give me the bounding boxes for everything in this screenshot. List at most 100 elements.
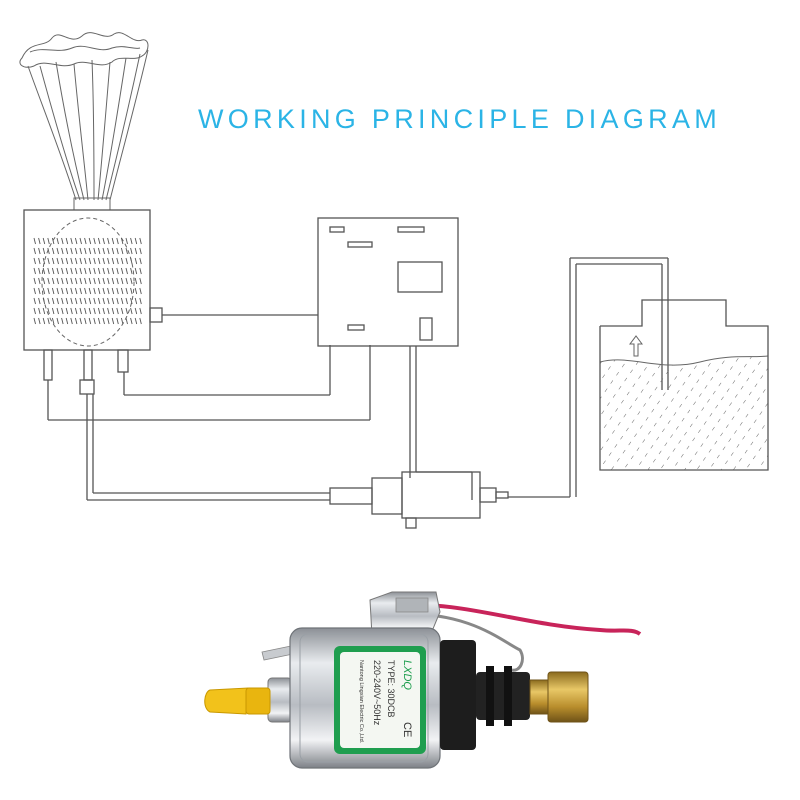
coil-stroke [70, 267, 73, 275]
coil-stroke [51, 307, 55, 315]
coil-stroke [130, 257, 133, 265]
coil-stroke [42, 277, 46, 285]
coil-stroke [65, 277, 69, 285]
pump-label: LXDQ CE TYPE: 30DCB 220-240V~50Hz Nanton… [334, 646, 426, 754]
coil-stroke [102, 287, 105, 295]
coil-stroke [70, 247, 73, 255]
coil-stroke [33, 247, 36, 255]
coil-stroke [93, 297, 96, 305]
coil-stroke [107, 237, 110, 245]
coil-stroke [47, 247, 50, 255]
coil-stroke [84, 307, 87, 315]
coil-stroke [47, 277, 50, 285]
coil-stroke [134, 317, 138, 325]
coil-stroke [139, 287, 142, 295]
coil-stroke [74, 267, 78, 275]
label-maker: Nantong Lingxian Electric Co.,Ltd. [358, 660, 364, 744]
coil-stroke [125, 237, 128, 245]
coil-stroke [97, 287, 101, 295]
coil-stroke [51, 277, 55, 285]
coil-stroke [38, 267, 41, 275]
coil-stroke [51, 317, 55, 325]
coil-stroke [125, 287, 128, 295]
coil-stroke [79, 257, 82, 265]
coil-stroke [97, 257, 101, 265]
coil-stroke [88, 237, 92, 245]
coil-stroke [65, 307, 69, 315]
coil-stroke [84, 267, 87, 275]
coil-stroke [97, 237, 101, 245]
coil-stroke [102, 237, 105, 245]
coil-stroke [120, 317, 124, 325]
coil-stroke [139, 257, 142, 265]
coil-stroke [74, 247, 78, 255]
coil-stroke [139, 317, 142, 325]
coil-stroke [65, 267, 69, 275]
coil-stroke [97, 267, 101, 275]
coil-stroke [107, 247, 110, 255]
coil-stroke [65, 257, 69, 265]
coil-stroke [47, 297, 50, 305]
label-brand: LXDQ [401, 660, 413, 690]
heater-block [23, 209, 371, 501]
coil-stroke [125, 257, 128, 265]
coil-stroke [125, 317, 128, 325]
coil-stroke [47, 307, 50, 315]
coil-stroke [42, 287, 46, 295]
coil-stroke [84, 297, 87, 305]
coil-stroke [84, 317, 87, 325]
coil-stroke [125, 307, 128, 315]
coil-stroke [42, 307, 46, 315]
coil-stroke [116, 267, 119, 275]
coil-stroke [70, 287, 73, 295]
coil-stroke [33, 267, 36, 275]
coil-stroke [70, 297, 73, 305]
coil-stroke [125, 277, 128, 285]
coil-stroke [93, 257, 96, 265]
coil-stroke [79, 307, 82, 315]
coil-stroke [120, 297, 124, 305]
coil-stroke [111, 237, 115, 245]
black-housing [440, 640, 476, 750]
coil-stroke [107, 297, 110, 305]
coil-stroke [139, 267, 142, 275]
coil-stroke [93, 237, 96, 245]
coil-stroke [74, 297, 78, 305]
coil-stroke [130, 237, 133, 245]
coil-stroke [111, 277, 115, 285]
red-wire [399, 603, 642, 636]
coil-stroke [107, 287, 110, 295]
coil-stroke [116, 297, 119, 305]
coil-stroke [116, 257, 119, 265]
coil-stroke [102, 307, 105, 315]
coil-stroke [120, 247, 124, 255]
coil-stroke [38, 247, 41, 255]
coil-stroke [61, 277, 64, 285]
coil-stroke [61, 297, 64, 305]
coil-stroke [139, 237, 142, 245]
coil-stroke [130, 277, 133, 285]
coil-stroke [102, 317, 105, 325]
coil-stroke [47, 317, 50, 325]
coil-stroke [47, 257, 50, 265]
coil-stroke [134, 267, 138, 275]
coil-stroke [97, 247, 101, 255]
coil-stroke [56, 307, 59, 315]
coil-stroke [38, 297, 41, 305]
coil-stroke [51, 297, 55, 305]
coil-stroke [74, 237, 78, 245]
coil-stroke [56, 277, 59, 285]
coil-stroke [93, 247, 96, 255]
coil-stroke [120, 237, 124, 245]
coil-stroke [88, 307, 92, 315]
coil-stroke [38, 287, 41, 295]
coil-stroke [33, 257, 36, 265]
label-ce-mark: CE [401, 722, 413, 737]
coil-stroke [88, 317, 92, 325]
coil-stroke [102, 297, 105, 305]
label-type: TYPE: 30DCB [386, 660, 396, 718]
coil-stroke [88, 277, 92, 285]
coil-stroke [79, 247, 82, 255]
coil-stroke [134, 237, 138, 245]
